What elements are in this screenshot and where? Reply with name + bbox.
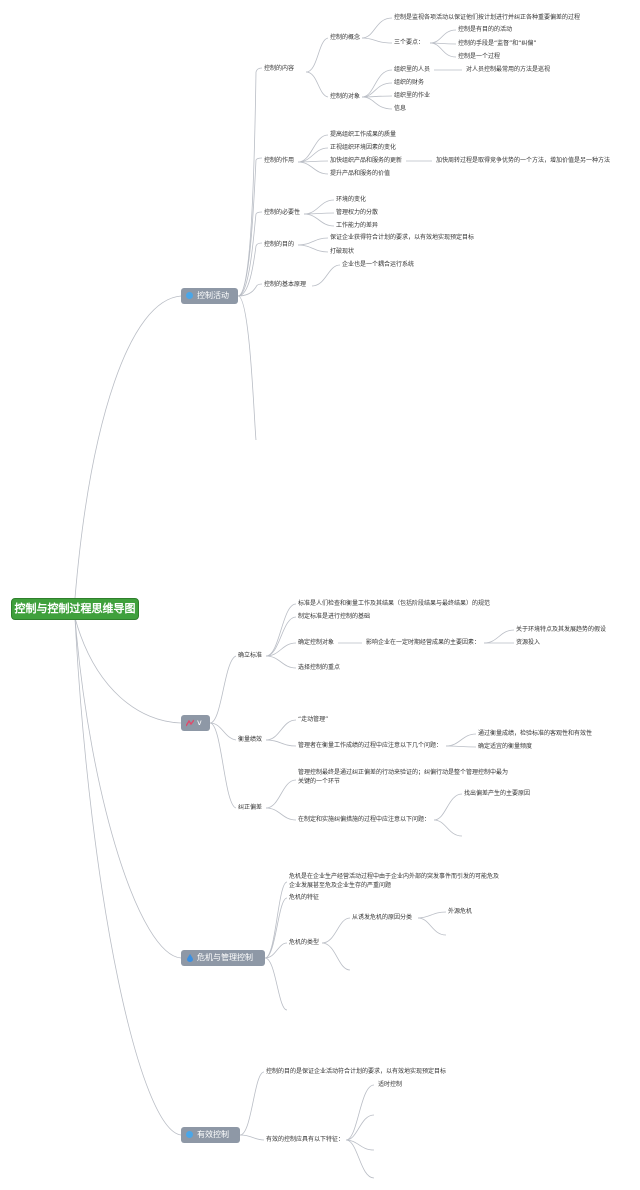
node-effective-goal[interactable]: 控制的目的是保证企业活动符合计划的要求，以有效地实现预定目标 xyxy=(266,1068,447,1075)
topic-dot-icon xyxy=(186,292,193,299)
node-object-people[interactable]: 组织里的人员 xyxy=(394,66,431,73)
node-establish-2[interactable]: 制定标准是进行控制的基础 xyxy=(298,613,371,620)
node-establish-3-f2[interactable]: 资源投入 xyxy=(516,639,541,646)
branch-label: v xyxy=(197,718,202,727)
node-goal-2[interactable]: 打破现状 xyxy=(330,248,355,255)
node-object-people-note[interactable]: 对人员控制最常用的方法是巡视 xyxy=(466,66,551,73)
node-correct-2a[interactable]: 找出偏差产生的主要原因 xyxy=(464,790,531,797)
node-crisis-def-b[interactable]: 企业发展甚至危及企业生存的严重问题 xyxy=(289,882,392,889)
node-necessity-3[interactable]: 工作能力的差异 xyxy=(336,222,379,229)
node-point-1[interactable]: 控制是有目的的活动 xyxy=(458,26,513,33)
node-content[interactable]: 控制的内容 xyxy=(264,65,295,72)
chart-icon xyxy=(186,719,194,727)
node-role-4[interactable]: 提升产品和服务的价值 xyxy=(330,170,391,177)
node-measure[interactable]: 衡量绩效 xyxy=(238,736,263,743)
node-role[interactable]: 控制的作用 xyxy=(264,157,295,164)
node-principle[interactable]: 控制的基本原理 xyxy=(264,281,307,288)
node-measure-2b[interactable]: 确定适宜的衡量频度 xyxy=(478,743,533,750)
node-establish-3-f1[interactable]: 关于环境特点及其发展趋势的假设 xyxy=(516,626,607,633)
node-correct-2[interactable]: 在制定和实施纠偏措施的过程中应注意以下问题： xyxy=(298,816,431,823)
branch-label: 有效控制 xyxy=(197,1130,229,1139)
node-concept-def[interactable]: 控制是监视各项活动以保证他们按计划进行并纠正各种重要偏差的过程 xyxy=(394,14,581,21)
root-topic[interactable]: 控制与控制过程思维导图 xyxy=(11,598,139,620)
node-crisis-by-cause[interactable]: 从诱发危机的原因分类 xyxy=(352,914,413,921)
node-crisis-external[interactable]: 外源危机 xyxy=(448,908,473,915)
node-necessity[interactable]: 控制的必要性 xyxy=(264,209,301,216)
node-role-3[interactable]: 加快组织产品和服务的更新 xyxy=(330,157,403,164)
node-crisis-features[interactable]: 危机的特征 xyxy=(289,894,320,901)
node-crisis-def-a[interactable]: 危机是在企业生产经营活动过程中由于企业内外部的突发事件而引发的可能危及 xyxy=(289,873,500,880)
node-establish-3[interactable]: 确定控制对象 xyxy=(298,639,335,646)
node-principle-1[interactable]: 企业也是一个耦合运行系统 xyxy=(342,261,415,268)
topic-dot-icon xyxy=(186,1131,193,1138)
branch-label: 控制活动 xyxy=(197,291,229,300)
node-role-3-note[interactable]: 加快周转过程是取得竞争优势的一个方法，增加价值是另一种方法 xyxy=(436,157,611,164)
node-goal-1[interactable]: 保证企业获得符合计划的要求，以有效地实现预定目标 xyxy=(330,234,475,241)
node-necessity-2[interactable]: 管理权力的分散 xyxy=(336,209,379,216)
node-measure-2[interactable]: 管理者在衡量工作成绩的过程中应注意以下几个问题： xyxy=(298,742,443,749)
node-three-points[interactable]: 三个要点： xyxy=(394,39,425,46)
node-measure-2a[interactable]: 通过衡量成绩，检验标准的客观性和有效性 xyxy=(478,730,593,737)
node-goal[interactable]: 控制的目的 xyxy=(264,241,295,248)
node-crisis-types[interactable]: 危机的类型 xyxy=(289,939,320,946)
node-effective-features[interactable]: 有效的控制应具有以下特征： xyxy=(266,1136,345,1143)
node-effective-timely[interactable]: 适时控制 xyxy=(378,1081,403,1088)
drop-icon xyxy=(187,954,193,962)
node-correct-1a[interactable]: 管理控制最终是通过纠正偏差的行动来验证的；纠偏行动是整个管理控制中最为 xyxy=(298,769,509,776)
node-correct[interactable]: 纠正偏差 xyxy=(238,804,263,811)
node-object-finance[interactable]: 组织的财务 xyxy=(394,79,425,86)
node-measure-1[interactable]: “走动管理” xyxy=(298,716,329,723)
node-establish-1[interactable]: 标准是人们检查和衡量工作及其结果（包括阶段结果与最终结果）的规范 xyxy=(298,600,491,607)
node-role-2[interactable]: 正视组织环境因素的变化 xyxy=(330,144,397,151)
node-necessity-1[interactable]: 环境的变化 xyxy=(336,196,367,203)
node-concept[interactable]: 控制的概念 xyxy=(330,34,361,41)
node-role-1[interactable]: 提高组织工作成果的质量 xyxy=(330,131,397,138)
branch-effective[interactable]: 有效控制 xyxy=(181,1127,240,1143)
node-establish-4[interactable]: 选择控制的重点 xyxy=(298,664,341,671)
branch-label: 危机与管理控制 xyxy=(197,953,253,962)
node-objects[interactable]: 控制的对象 xyxy=(330,93,361,100)
node-point-2[interactable]: 控制的手段是“监督”和“纠偏” xyxy=(458,40,537,47)
node-correct-1b[interactable]: 关键的一个环节 xyxy=(298,778,341,785)
branch-crisis[interactable]: 危机与管理控制 xyxy=(181,950,265,966)
branch-v[interactable]: v xyxy=(181,715,210,731)
node-establish-3-factor[interactable]: 影响企业在一定时期经营成果的主要因素： xyxy=(366,639,481,646)
node-establish-standard[interactable]: 确立标准 xyxy=(238,652,263,659)
node-point-3[interactable]: 控制是一个过程 xyxy=(458,53,501,60)
branch-control-activity[interactable]: 控制活动 xyxy=(181,288,238,304)
node-object-info[interactable]: 信息 xyxy=(394,105,407,112)
node-object-operation[interactable]: 组织里的作业 xyxy=(394,92,431,99)
